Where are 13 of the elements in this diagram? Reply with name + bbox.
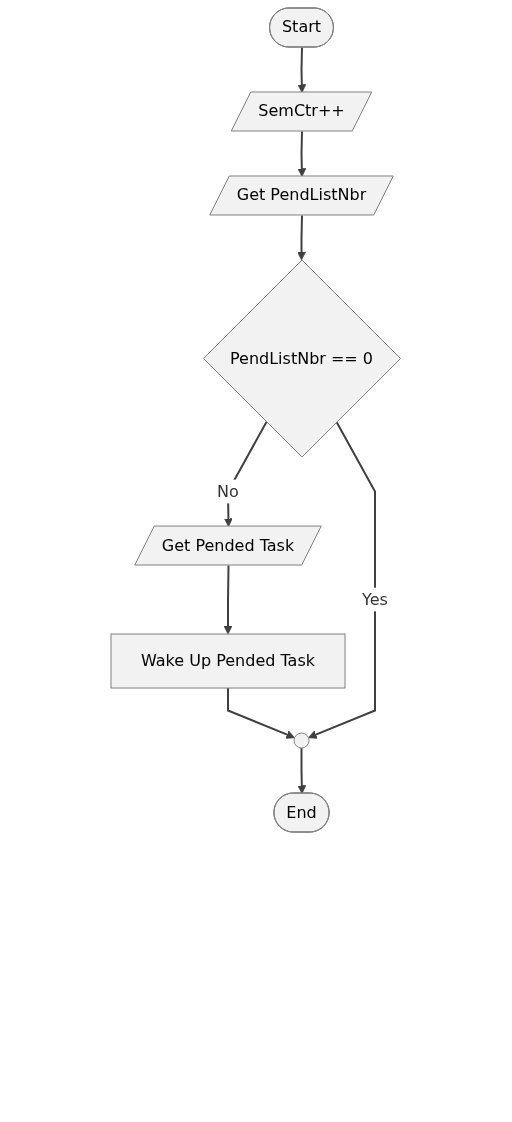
arrow [227,687,296,739]
arrow [297,747,307,794]
arrow [297,46,307,93]
node-diamond: PendListNbr == 0 [203,259,402,458]
node-circle [293,732,310,749]
arrow [224,420,268,527]
arrow [297,130,307,177]
arrow [223,564,233,635]
node-box: Wake Up Pended Task [110,633,346,689]
edge-label: No [217,481,240,501]
edge-label: Yes [362,589,389,609]
arrow [308,420,377,739]
arrow [297,214,307,261]
